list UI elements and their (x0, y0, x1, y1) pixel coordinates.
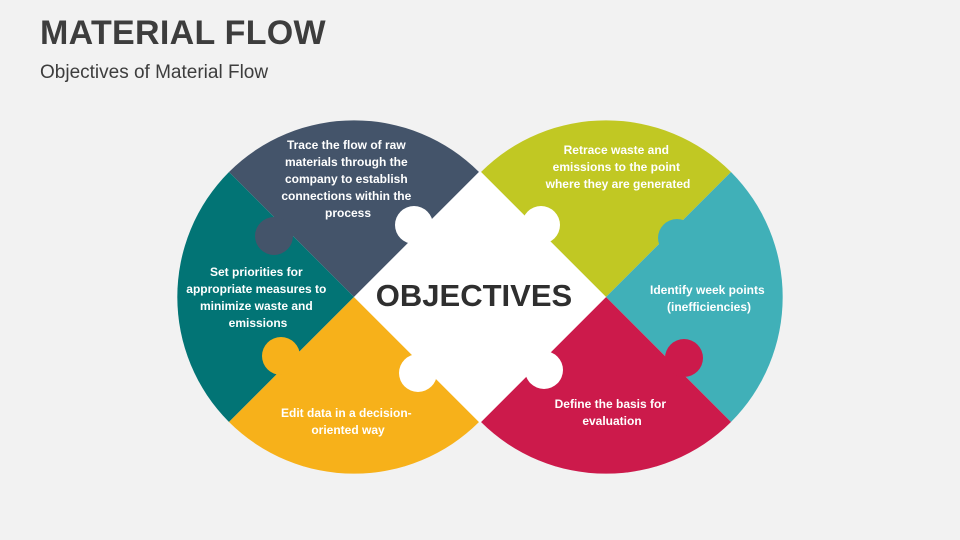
segment-text-bottom-right: Define the basis for evaluation (555, 397, 670, 428)
segment-top-right (481, 120, 731, 297)
page-title: MATERIAL FLOW (40, 14, 326, 52)
segment-text-line: Edit data in a decision- (281, 406, 412, 420)
segment-text-line: Trace the flow of raw (287, 138, 406, 152)
segment-text-line: where they are generated (545, 177, 691, 191)
puzzle-knob-white-bottom-right (525, 351, 563, 389)
segment-text-line: emissions to the point (553, 160, 680, 174)
puzzle-knob-bottom-left (262, 337, 300, 375)
segment-text-line: evaluation (582, 414, 641, 428)
segment-text-line: Identify week points (650, 283, 765, 297)
segment-text-top-left: Trace the flow of raw materials through … (281, 138, 414, 220)
segment-bottom-right (481, 297, 731, 474)
segment-text-line: (inefficiencies) (667, 300, 751, 314)
segment-top-left (229, 120, 479, 297)
segment-text-line: emissions (229, 316, 288, 330)
puzzle-knob-top-right (658, 219, 696, 257)
segment-text-line: Define the basis for (555, 397, 667, 411)
segment-text-line: process (325, 206, 371, 220)
puzzle-knob-white-bottom-left (399, 354, 437, 392)
segment-text-bottom-left: Edit data in a decision- oriented way (281, 406, 415, 437)
segment-text-top-right: Retrace waste and emissions to the point… (545, 143, 691, 191)
segment-left (177, 172, 354, 422)
segment-text-line: connections within the (281, 189, 411, 203)
segment-text-right: Identify week points (inefficiencies) (650, 283, 768, 314)
center-label: OBJECTIVES (376, 278, 572, 313)
segment-text-line: Retrace waste and (564, 143, 669, 157)
segment-text-line: appropriate measures to (186, 282, 326, 296)
segment-text-line: oriented way (311, 423, 385, 437)
segment-text-line: minimize waste and (200, 299, 313, 313)
segment-text-line: materials through the (285, 155, 408, 169)
segment-text-line: Set priorities for (210, 265, 303, 279)
puzzle-knob-white-top-left (395, 206, 433, 244)
segment-right (606, 172, 783, 422)
puzzle-knob-top-left (255, 217, 293, 255)
segment-text-line: company to establish (285, 172, 408, 186)
puzzle-knob-bottom-right (665, 339, 703, 377)
segment-text-left: Set priorities for appropriate measures … (186, 265, 329, 330)
puzzle-knob-white-top-right (522, 206, 560, 244)
segment-bottom-left (229, 297, 479, 474)
page-subtitle: Objectives of Material Flow (40, 62, 269, 83)
